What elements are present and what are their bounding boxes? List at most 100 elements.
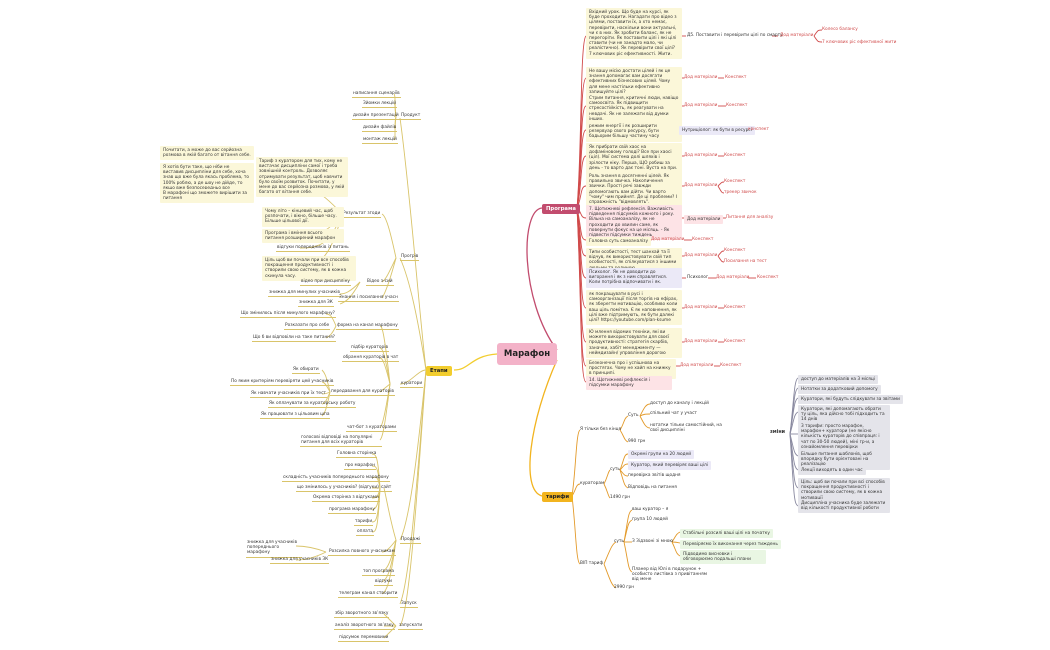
change-3[interactable]: Куратори, які будуть слідкувати за звіта… — [798, 395, 903, 405]
program-block-1[interactable]: Вхідний урок. Що буде на курсі, як буде … — [586, 8, 682, 59]
tariff-v3a[interactable]: Стабільні розсилі ваші цілі на початку — [680, 529, 773, 539]
left-znyzhka-zk[interactable]: знижка для учасників ЗК — [270, 557, 330, 565]
left-znyzhka[interactable]: знижка для минулих учасників — [268, 290, 341, 298]
program-block-13[interactable]: Безконечна про і успішнова на простягах.… — [586, 359, 676, 379]
etapy-vynahoroda[interactable]: Як працювати з цільовим шпа — [260, 412, 331, 420]
etapy-yak[interactable]: Як обирати — [292, 367, 320, 375]
left-pidsumok[interactable]: підсумок перемовини — [338, 635, 390, 643]
program-block-7[interactable]: 7. Щотижневі рефлексія. Важливість підве… — [586, 205, 682, 241]
left-znannya[interactable]: Знання і посилання учасн — [338, 295, 399, 303]
program-test-9[interactable]: Посилання на тест — [724, 259, 767, 264]
etapy-pidbir[interactable]: підбір кураторів — [350, 345, 389, 353]
program-block-8[interactable]: Головна суть самоаналізу — [586, 237, 651, 247]
program-dod-5[interactable]: Дод матеріали — [684, 153, 718, 158]
left-telehram[interactable]: телеграм канал створити — [338, 591, 399, 599]
left-prodazhi[interactable]: Продажі — [400, 537, 422, 545]
program-kont-5[interactable]: Конспект — [724, 153, 746, 158]
branch-zminy[interactable]: зміни — [770, 430, 786, 435]
program-block-4[interactable]: режим енергії і як розширити резервуар с… — [586, 122, 682, 142]
branch-etapy[interactable]: Етапи — [426, 366, 452, 376]
program-dod-12[interactable]: Дод матеріали — [684, 339, 718, 344]
program-dod-7[interactable]: Дод матеріали — [684, 215, 724, 225]
sait-item-1[interactable]: Головна сторінка — [336, 451, 378, 459]
tariff-s2[interactable]: спільний чат у участ — [650, 411, 697, 416]
note-1[interactable]: Почитати, а може до вас серйозна розмова… — [160, 146, 254, 161]
program-dod-2[interactable]: Дод матеріали — [684, 75, 718, 80]
tariff-v2[interactable]: група 10 людей — [632, 517, 668, 522]
program-psyx[interactable]: Психолог — [687, 275, 709, 280]
tariff-k4[interactable]: Відповідь на питання — [628, 485, 677, 490]
program-kont-2[interactable]: Конспект — [725, 75, 747, 80]
etapy-kuratory[interactable]: куратори — [400, 381, 424, 389]
etapy-kryterii[interactable]: По яким критеріям перевіряти цей учасник… — [230, 379, 335, 387]
left-rezultat[interactable]: Результат згоди — [342, 211, 382, 219]
change-5[interactable]: 3 тарифи: просто марафон, марафон+ курат… — [798, 422, 890, 453]
tariff-v3[interactable]: З Зідзвоні зі мною — [632, 539, 673, 544]
sait-item-5[interactable]: Окрема сторінка з відгуками — [312, 495, 380, 503]
left-zbir[interactable]: збір зворотного зв’язку — [334, 611, 390, 619]
tariff-k2[interactable]: Куратор, який перевіряє ваші цілі — [628, 461, 711, 471]
program-nutr[interactable]: Нутриціолог: як бути в ресурсі — [679, 126, 755, 136]
program-d5[interactable]: Д5. Поставити і перевірити цілі по смарт… — [687, 33, 783, 38]
program-block-2[interactable]: Не вашу місію достати цілей і як це знан… — [586, 67, 682, 98]
note-4[interactable]: Тариф з куратором для тих, кому не виста… — [256, 157, 348, 198]
left-znyzhka-3k[interactable]: знижка для ЗК — [298, 300, 334, 308]
program-dod-13[interactable]: Дод матеріали — [680, 363, 714, 368]
left-zapusk2[interactable]: запускати — [398, 623, 424, 631]
program-shab-7[interactable]: Питання для аналізу — [726, 215, 774, 220]
change-2[interactable]: Нотатки за додатковий допомогу — [798, 385, 881, 395]
left-video-ch[interactable]: Відео з-сий — [366, 279, 394, 287]
tariff-v4[interactable]: Планер від Юлі в подарунок + особисто ли… — [632, 567, 707, 583]
program-dod-6[interactable]: Дод матеріали — [684, 183, 718, 188]
tariff-vip[interactable]: ВІП тариф — [580, 561, 604, 566]
sait-item-2[interactable]: про марафон — [344, 463, 376, 471]
tariff-sut-3[interactable]: суть — [614, 539, 624, 544]
change-6[interactable]: Більше питання шаблонів, щоб впорядку бу… — [798, 450, 890, 470]
branch-programa[interactable]: Програма — [542, 204, 580, 214]
branch-taryfy[interactable]: тарифи — [542, 492, 574, 502]
program-kont-8[interactable]: Конспект — [692, 237, 714, 242]
program-kont-9[interactable]: Конспект — [724, 248, 746, 253]
change-4[interactable]: Куратори, які допомагають обрати ту ціль… — [798, 405, 890, 425]
program-kont-11[interactable]: Конспект — [724, 305, 746, 310]
sait-item-4[interactable]: що змінилось у учасників? (відгуки) — [296, 485, 380, 493]
left-video[interactable]: відео при дисципліну — [300, 279, 351, 287]
tariff-v1[interactable]: ваш куратор – я — [632, 507, 669, 512]
program-tracker[interactable]: трекер звичок — [724, 190, 757, 195]
program-block-5[interactable]: Як прибрати свій хаос на дофаміновому го… — [586, 143, 682, 174]
left-zapusk[interactable]: Запуск — [400, 601, 418, 609]
program-block-10[interactable]: Психолог. Як не доводити до вигорання і … — [586, 268, 682, 288]
etapy-peredavannia[interactable]: передавання для кураторів — [330, 389, 395, 397]
etapy-rozkazaty[interactable]: Розказати про себе — [284, 323, 331, 331]
left-tsil[interactable]: Ціль щоб ви почали при все способів покр… — [262, 256, 356, 281]
tariff-price-2[interactable]: 1490 грн — [610, 495, 631, 500]
left-top[interactable]: топ програма — [362, 569, 395, 577]
etapy-chat[interactable]: чат-бот з кураторами — [346, 425, 398, 433]
left-vidhuky[interactable]: відгуки попередників із питань — [276, 245, 350, 253]
tariff-bez[interactable]: Я тільки без кінця — [580, 427, 622, 432]
tariff-kurator[interactable]: кураторам — [580, 481, 605, 486]
program-dod-3[interactable]: Дод матеріали — [684, 103, 718, 108]
left-produkt[interactable]: Продукт — [400, 113, 422, 121]
note-3[interactable]: В марафоні що зможете вирішити за питанн… — [160, 189, 254, 204]
etapy-obrannya[interactable]: обрання кураторів в чат — [342, 355, 400, 363]
etapy-oplata[interactable]: Як оплачувати за кураторську роботу — [268, 401, 357, 409]
sait-item-8[interactable]: оплата — [356, 529, 374, 537]
root-node[interactable]: Марафон — [497, 343, 557, 365]
change-1[interactable]: доступ до матеріалів на 3 місяці — [798, 375, 878, 385]
left-prohrama[interactable]: Програма і вміння всього питання розшире… — [262, 229, 344, 244]
program-block-11[interactable]: як покращувати в русі і самоорганізації … — [586, 290, 682, 326]
program-kont-12[interactable]: Конспект — [724, 339, 746, 344]
tariff-price-3[interactable]: 2990 грн — [614, 585, 635, 590]
program-block-3[interactable]: Стрим питання, критичні люди, навіщо сам… — [586, 94, 682, 125]
tariff-v3c[interactable]: Підводимо висновки і обговорюємо подальш… — [680, 550, 766, 565]
sait-item-6[interactable]: програма марафону — [328, 507, 376, 515]
left-znyzhka-pop[interactable]: знижка для учасників попереднього марафо… — [246, 540, 302, 558]
tariff-sut-2[interactable]: суть — [610, 467, 620, 472]
program-dod-materials[interactable]: Дод матеріали — [780, 33, 814, 38]
program-block-6[interactable]: Роль знання в досягненні цілей. Як прави… — [586, 172, 682, 208]
sait-item-3[interactable]: складність учасників попереднього марафо… — [282, 475, 390, 483]
tariff-sut-1[interactable]: Суть — [628, 413, 639, 418]
produkt-item-2[interactable]: Зйомки лекцій — [362, 101, 398, 109]
etapy-holosove[interactable]: голосові відповіді на популярні питання … — [300, 435, 382, 448]
